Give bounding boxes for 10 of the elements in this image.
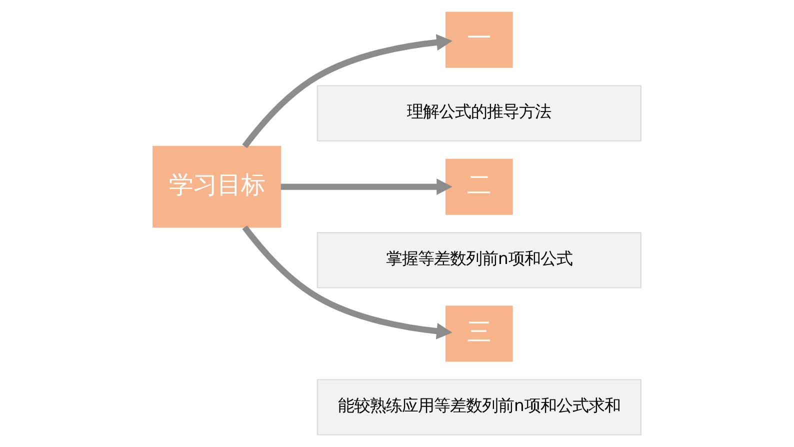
node-box: 二 — [445, 158, 513, 215]
arrow — [280, 178, 452, 196]
arrow — [242, 34, 452, 148]
arrow — [242, 225, 452, 340]
node-box: 三 — [445, 306, 513, 362]
node-box: 能较熟练应用等差数列前n项和公式求和 — [316, 379, 642, 436]
node-box: 学习目标 — [152, 146, 282, 228]
node-box: 一 — [445, 12, 513, 68]
node-box: 理解公式的推导方法 — [316, 85, 642, 142]
node-box: 掌握等差数列前n项和公式 — [316, 232, 642, 288]
